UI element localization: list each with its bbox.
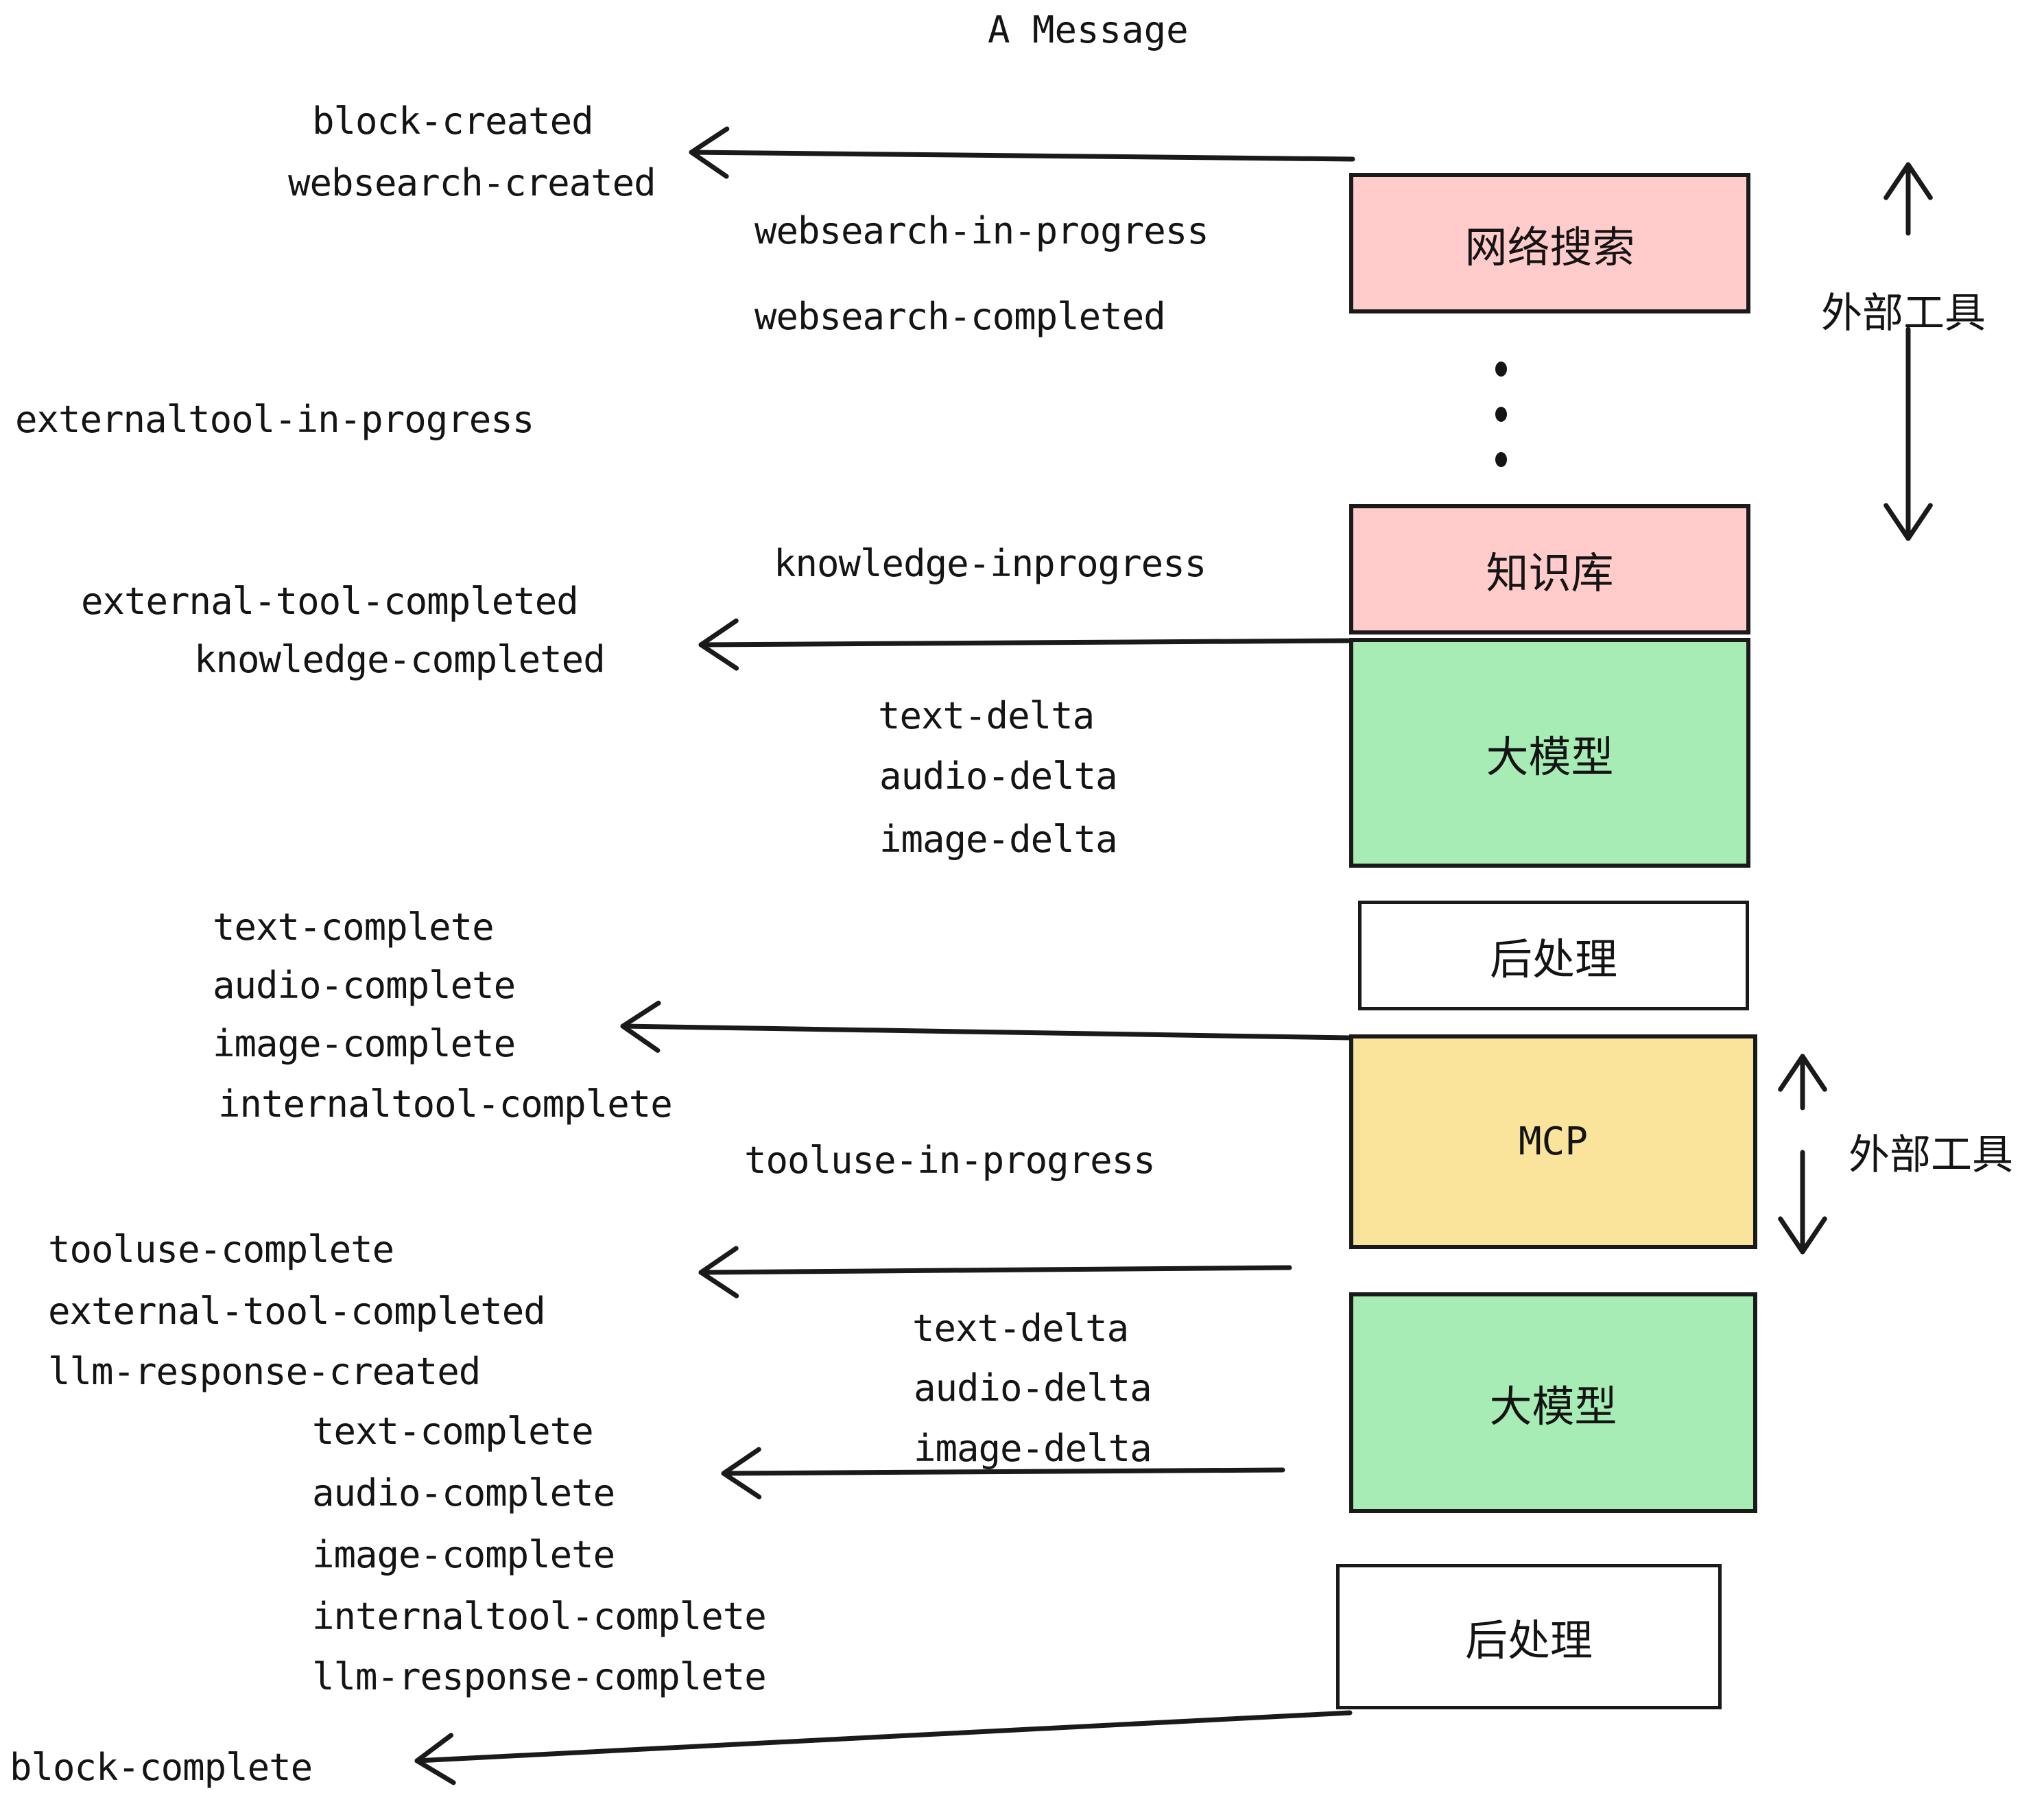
box-mcp: MCP: [1349, 1034, 1757, 1249]
box-label-mcp: MCP: [1518, 1119, 1589, 1164]
span-label-external-tool-top: 外部工具: [1821, 289, 1986, 337]
event-label-knowledge-completed: knowledge-completed: [194, 638, 606, 681]
span-arrow-bottom-down: [1778, 1150, 1827, 1255]
event-label-tooluse-complete: tooluse-complete: [48, 1228, 394, 1271]
event-label-knowledge-inprogress: knowledge-inprogress: [774, 542, 1207, 585]
event-label-block-complete: block-complete: [10, 1746, 313, 1789]
arrow-block-created: [689, 126, 1355, 179]
arrow-knowledge-completed: [698, 618, 1351, 671]
event-label-audio-complete-2: audio-complete: [312, 1471, 615, 1515]
event-label-internaltool-complete-1: internaltool-complete: [218, 1082, 673, 1126]
event-label-image-complete-2: image-complete: [312, 1533, 615, 1576]
ellipsis-dot: [1495, 452, 1507, 467]
box-label-postprocess-bottom: 后处理: [1464, 1615, 1593, 1665]
box-label-llm-bottom: 大模型: [1489, 1381, 1617, 1432]
box-websearch: 网络搜索: [1349, 173, 1750, 313]
box-llm-top: 大模型: [1349, 638, 1750, 868]
box-postprocess-bottom: 后处理: [1336, 1564, 1722, 1709]
box-label-knowledge: 知识库: [1486, 548, 1614, 598]
event-label-block-created: block-created: [312, 99, 594, 143]
event-label-websearch-in-progress: websearch-in-progress: [754, 209, 1209, 252]
event-label-external-tool-completed-2: external-tool-completed: [48, 1290, 546, 1333]
event-label-text-delta-1: text-delta: [878, 694, 1095, 737]
event-label-llm-response-created: llm-response-created: [48, 1350, 481, 1393]
arrow-block-complete: [414, 1710, 1353, 1785]
event-label-external-tool-completed-1: external-tool-completed: [81, 580, 579, 623]
event-label-text-delta-2: text-delta: [912, 1307, 1129, 1350]
event-label-text-complete-2: text-complete: [312, 1410, 594, 1453]
event-label-llm-response-complete: llm-response-complete: [312, 1655, 767, 1698]
event-label-text-complete-1: text-complete: [213, 905, 495, 949]
event-label-audio-delta-1: audio-delta: [879, 755, 1118, 798]
vertical-ellipsis: [1495, 346, 1507, 482]
event-label-websearch-completed: websearch-completed: [754, 295, 1166, 338]
span-arrow-top-up: [1883, 162, 1933, 236]
span-arrow-bottom-up: [1778, 1054, 1827, 1111]
box-knowledge: 知识库: [1349, 504, 1750, 634]
arrow-tooluse-complete: [698, 1246, 1292, 1298]
span-arrow-top-down: [1883, 327, 1933, 541]
event-label-tooluse-in-progress: tooluse-in-progress: [744, 1139, 1156, 1182]
span-label-external-tool-bottom: 外部工具: [1849, 1131, 2013, 1179]
event-label-image-delta-1: image-delta: [879, 818, 1118, 861]
box-label-postprocess-top: 后处理: [1489, 934, 1617, 984]
page-title: A Message: [988, 8, 1189, 51]
ellipsis-dot: [1495, 407, 1507, 422]
event-label-image-delta-2: image-delta: [914, 1427, 1152, 1470]
event-label-image-complete-1: image-complete: [213, 1022, 516, 1065]
ellipsis-dot: [1495, 361, 1507, 377]
box-llm-bottom: 大模型: [1349, 1292, 1757, 1513]
box-postprocess-top: 后处理: [1358, 901, 1749, 1010]
event-label-audio-complete-1: audio-complete: [213, 964, 516, 1007]
event-label-websearch-created: websearch-created: [288, 161, 656, 204]
event-label-internaltool-complete-2: internaltool-complete: [312, 1595, 767, 1638]
event-label-externaltool-in-progress: externaltool-in-progress: [15, 398, 534, 441]
box-label-llm-top: 大模型: [1486, 731, 1614, 782]
arrow-image-complete: [620, 1000, 1353, 1053]
box-label-websearch: 网络搜索: [1464, 222, 1635, 272]
event-label-audio-delta-2: audio-delta: [914, 1366, 1152, 1410]
